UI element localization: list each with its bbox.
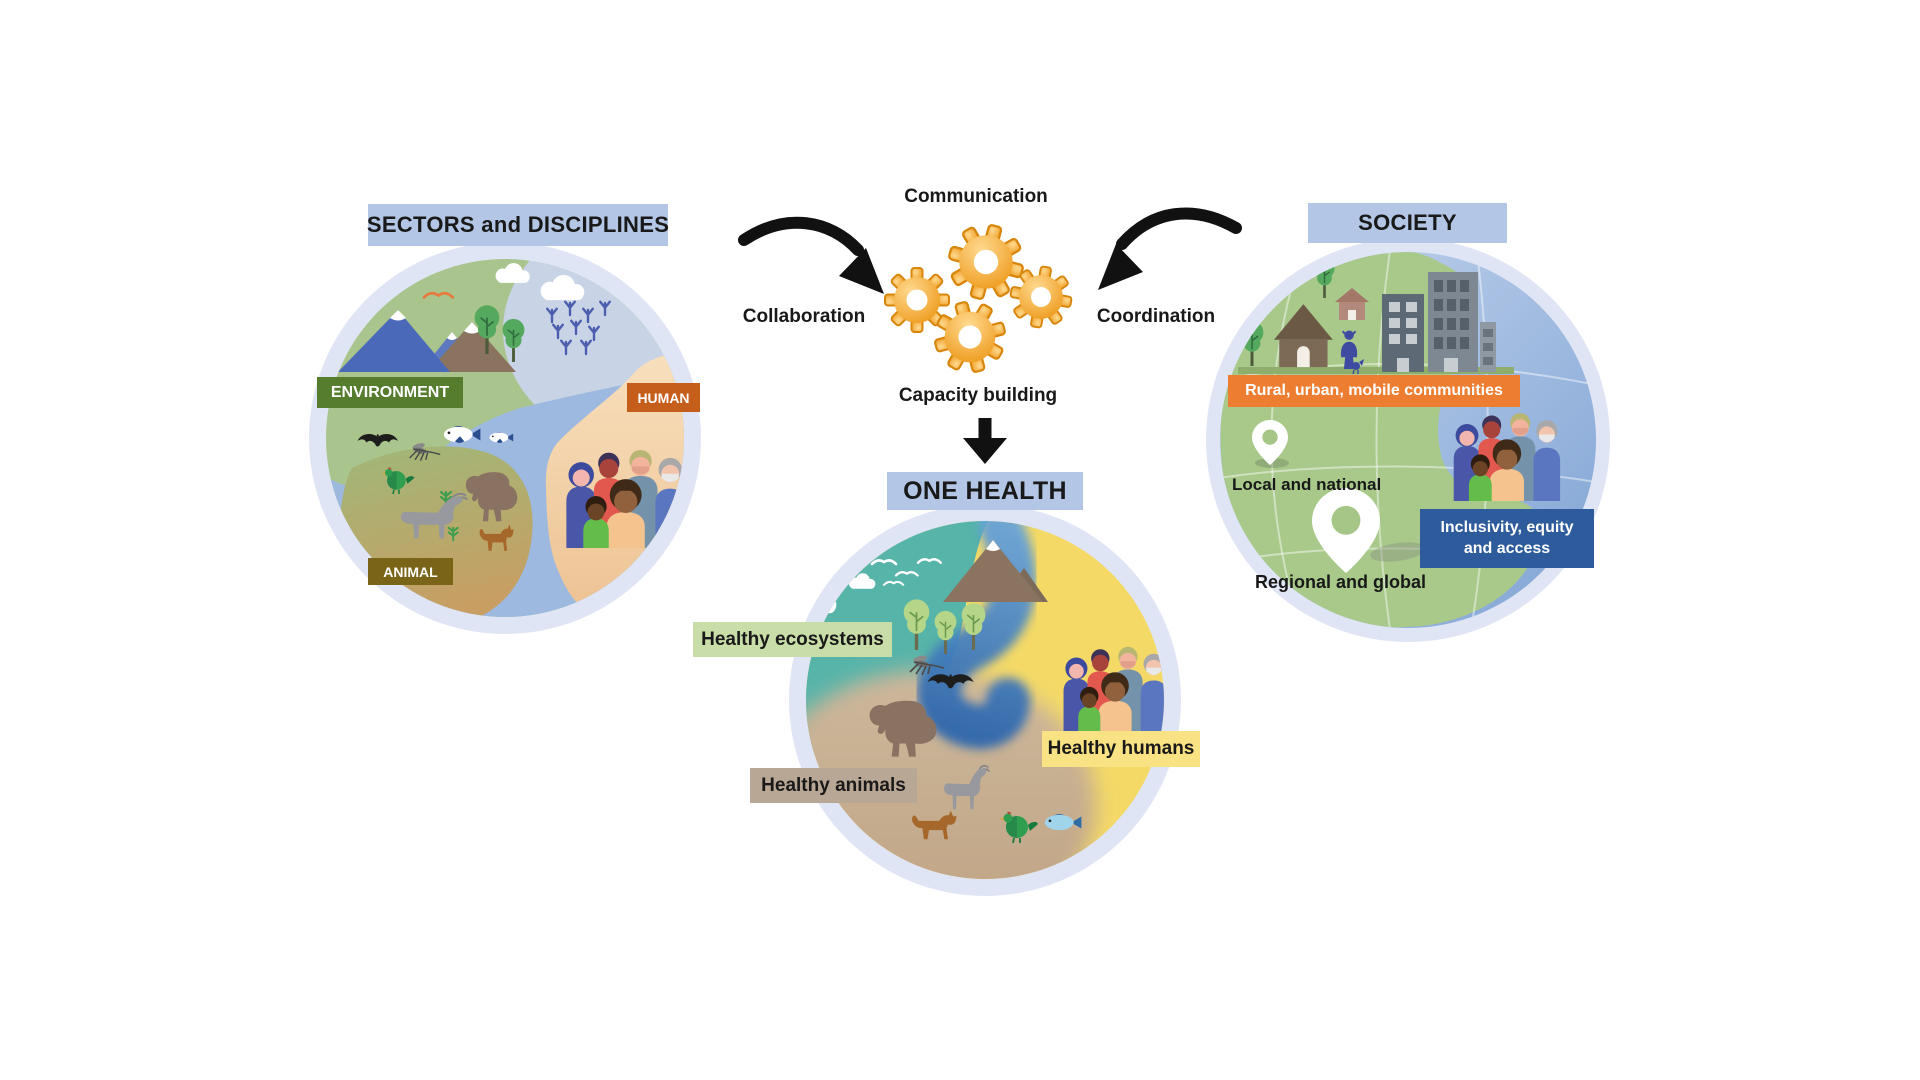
- gears-cluster: [738, 207, 1242, 464]
- sectors-circle: [309, 242, 701, 634]
- healthy-ecosystems-label: Healthy ecosystems: [693, 622, 892, 657]
- healthy-humans-label: Healthy humans: [1042, 731, 1200, 767]
- communication-label: Communication: [904, 186, 1048, 207]
- inclusivity-label: Inclusivity, equity and access: [1420, 509, 1594, 568]
- down-arrow-icon: [963, 418, 1007, 464]
- curved-arrow-left-icon: [738, 216, 884, 294]
- capacity-building-label: Capacity building: [898, 385, 1058, 406]
- human-label: HUMAN: [627, 383, 700, 412]
- environment-label: ENVIRONMENT: [317, 377, 463, 408]
- mountains-icon: [338, 310, 516, 372]
- local-national-label: Local and national: [1232, 475, 1382, 494]
- coordination-label: Coordination: [1096, 306, 1216, 327]
- communities-banner: Rural, urban, mobile communities: [1228, 375, 1520, 407]
- healthy-animals-label: Healthy animals: [750, 768, 917, 803]
- one-health-title: ONE HEALTH: [887, 472, 1083, 510]
- animal-label: ANIMAL: [368, 558, 453, 585]
- chicken-small-icon: [1352, 359, 1364, 375]
- regional-global-label: Regional and global: [1255, 571, 1427, 592]
- society-title: SOCIETY: [1308, 203, 1507, 243]
- sectors-title: SECTORS and DISCIPLINES: [367, 204, 669, 246]
- curved-arrow-right-icon: [1098, 207, 1242, 290]
- ground-line: [1238, 367, 1514, 374]
- collaboration-label: Collaboration: [742, 306, 866, 327]
- mountain-icon: [943, 540, 1048, 602]
- one-health-circle: [789, 504, 1181, 896]
